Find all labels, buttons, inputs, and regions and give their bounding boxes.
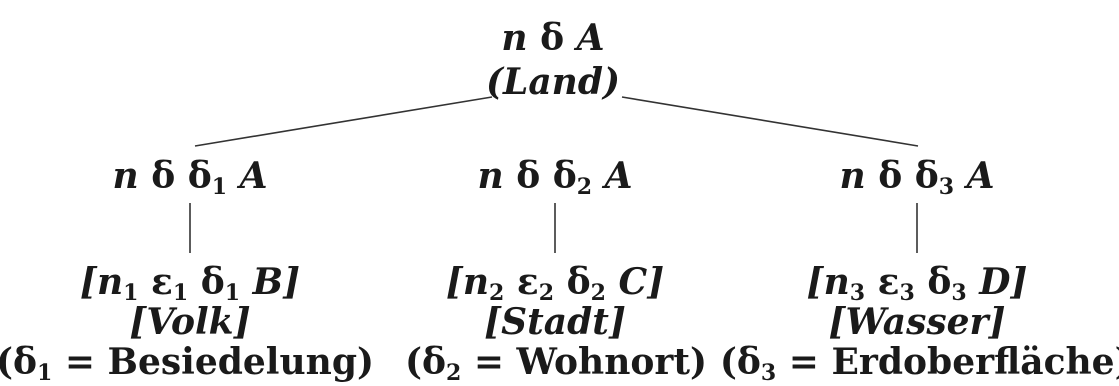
formula-part: A bbox=[954, 155, 995, 197]
formula-part: δ bbox=[503, 155, 553, 197]
formula-part: B] bbox=[240, 261, 301, 303]
leaf-2-label: [Stadt] bbox=[484, 301, 626, 343]
leaf-1-label: [Volk] bbox=[129, 301, 251, 343]
formula-subscript: 1 bbox=[123, 280, 139, 306]
edge-root-branch-1 bbox=[194, 96, 493, 147]
branch-1-formula: n δ δ1 A bbox=[112, 155, 268, 198]
formula-part: A bbox=[227, 155, 268, 197]
formula-subscript: 3 bbox=[899, 280, 915, 306]
formula-part: ε bbox=[138, 261, 173, 303]
formula-subscript: 1 bbox=[224, 280, 241, 306]
formula-part: A bbox=[592, 155, 633, 197]
formula-subscript: 2 bbox=[590, 280, 606, 306]
edge-root-branch-3 bbox=[621, 96, 919, 147]
formula-subscript: 1 bbox=[211, 174, 228, 200]
formula-subscript: 1 bbox=[37, 360, 53, 386]
formula-part: n bbox=[501, 17, 528, 59]
formula-part: = Besiedelung) bbox=[52, 341, 375, 383]
leaf-3-note: (δ3 = Erdoberfläche). bbox=[719, 341, 1119, 384]
leaf-3-formula: [n3 ε3 δ3 D] bbox=[806, 261, 1028, 304]
formula-subscript: 1 bbox=[172, 280, 189, 306]
formula-part: (δ bbox=[404, 341, 446, 383]
formula-part: n bbox=[839, 155, 866, 197]
formula-part: D] bbox=[966, 261, 1028, 303]
formula-part: δ bbox=[552, 155, 577, 197]
formula-part: [ bbox=[79, 261, 97, 303]
formula-part: = Erdoberfläche). bbox=[776, 341, 1119, 383]
formula-subscript: 2 bbox=[576, 174, 593, 200]
formula-part: (δ bbox=[0, 341, 38, 383]
formula-part: ε bbox=[504, 261, 539, 303]
formula-part: ε bbox=[865, 261, 900, 303]
formula-part: δ bbox=[187, 155, 212, 197]
formula-subscript: 3 bbox=[951, 280, 967, 306]
formula-subscript: 2 bbox=[489, 280, 505, 306]
formula-part: δ bbox=[554, 261, 591, 303]
formula-part: n bbox=[96, 261, 124, 303]
formula-part: = Wohnort) bbox=[461, 341, 708, 383]
root-formula: n δ A bbox=[501, 18, 604, 58]
formula-part: C] bbox=[605, 261, 665, 303]
formula-part: n bbox=[462, 261, 490, 303]
leaf-2-note: (δ2 = Wohnort) bbox=[404, 341, 708, 384]
formula-part: n bbox=[823, 261, 850, 303]
branch-3-formula: n δ δ3 A bbox=[839, 155, 995, 198]
formula-part: δ bbox=[865, 155, 915, 197]
formula-part: δ bbox=[138, 155, 188, 197]
leaf-3-label: [Wasser] bbox=[828, 301, 1006, 343]
formula-subscript: 3 bbox=[938, 174, 955, 200]
formula-part: δ bbox=[188, 261, 225, 303]
formula-part: n bbox=[112, 155, 139, 197]
formula-part: δ bbox=[527, 17, 577, 59]
formula-part: [ bbox=[806, 261, 824, 303]
formula-part: n bbox=[477, 155, 504, 197]
leaf-1-formula: [n1 ε1 δ1 B] bbox=[79, 261, 301, 304]
formula-subscript: 3 bbox=[760, 360, 777, 386]
formula-part: δ bbox=[914, 261, 952, 303]
root-label: (Land) bbox=[485, 61, 621, 103]
leaf-2-formula: [n2 ε2 δ2 C] bbox=[445, 261, 665, 304]
formula-subscript: 2 bbox=[446, 360, 462, 386]
formula-part: A bbox=[576, 17, 605, 59]
branch-2-formula: n δ δ2 A bbox=[477, 155, 633, 198]
formula-subscript: 3 bbox=[849, 280, 866, 306]
formula-subscript: 2 bbox=[538, 280, 555, 306]
leaf-1-note: (δ1 = Besiedelung) bbox=[0, 341, 375, 384]
formula-part: [ bbox=[445, 261, 463, 303]
formula-part: δ bbox=[914, 155, 939, 197]
formula-part: (δ bbox=[719, 341, 761, 383]
